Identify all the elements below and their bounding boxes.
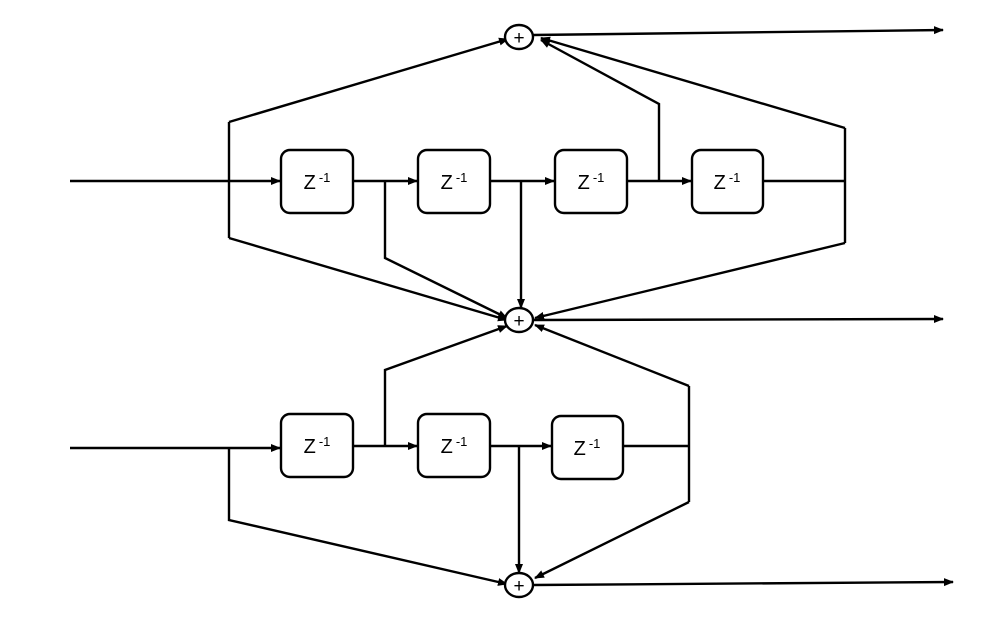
sum-circle (503, 571, 535, 599)
sum-circle (503, 306, 535, 334)
top-section-wires (70, 26, 944, 324)
tap-left-to-bottom-sum (227, 448, 508, 586)
tap-d3-to-top-sum (540, 38, 661, 181)
delay-box (279, 412, 355, 479)
delay-label: Z-1 (574, 436, 601, 460)
delay-block: Z-1 (416, 148, 492, 215)
sum-junction-bottom: + (503, 571, 535, 599)
tap-line-left-to-middle-sum (228, 236, 508, 322)
delay-label: Z-1 (441, 434, 468, 458)
delay-block: Z-1 (553, 148, 629, 215)
delay-label: Z-1 (441, 170, 468, 194)
delay-box (279, 148, 355, 215)
delay-box (416, 148, 492, 215)
delay-box (416, 412, 492, 479)
delay-label: Z-1 (714, 170, 741, 194)
delay-block: Z-1 (690, 148, 765, 215)
sum-symbol: + (513, 311, 524, 332)
output-line-bottom-sum (532, 578, 954, 587)
delay-block: Z-1 (416, 412, 492, 479)
tap-d1-to-middle-sum (383, 181, 508, 320)
sum-junction-top: + (503, 23, 535, 51)
tap-d5-to-middle-sum (383, 324, 508, 446)
output-line-top-sum (532, 26, 944, 37)
sum-circle (503, 23, 535, 51)
tap-right-to-top-sum (540, 36, 846, 130)
sum-symbol: + (513, 576, 524, 597)
output-line-middle-sum (532, 315, 944, 324)
sum-junction-middle: + (503, 306, 535, 334)
tap-right-to-middle-sum-bottom (534, 323, 690, 388)
delay-box (690, 148, 765, 215)
delay-box (553, 148, 629, 215)
delay-label: Z-1 (304, 170, 331, 194)
sum-symbol: + (513, 28, 524, 49)
tap-line-left-to-top-sum (228, 37, 509, 124)
tap-right-to-middle-sum (534, 241, 846, 320)
delay-block: Z-1 (550, 414, 625, 481)
delay-block: Z-1 (279, 148, 355, 215)
delay-label: Z-1 (578, 170, 605, 194)
tap-right-to-bottom-sum (534, 500, 690, 580)
delay-box (550, 414, 625, 481)
delay-label: Z-1 (304, 434, 331, 458)
delay-block: Z-1 (279, 412, 355, 479)
bottom-section-wires (70, 323, 954, 587)
